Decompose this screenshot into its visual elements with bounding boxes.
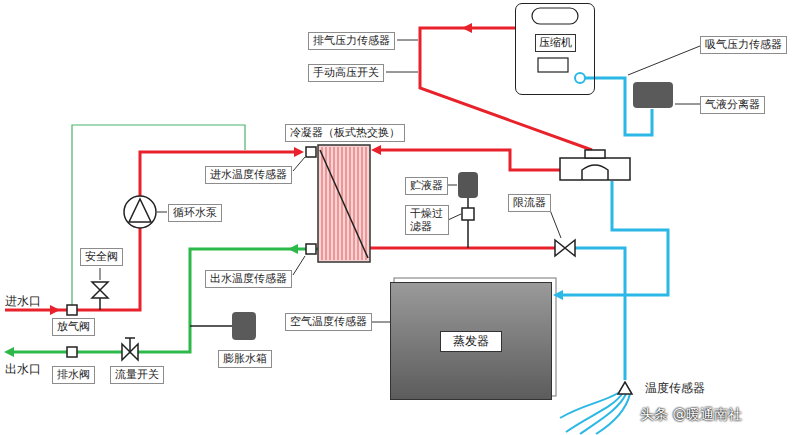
tank-line	[190, 325, 232, 327]
water-outlet-pipe	[14, 249, 318, 352]
callout-box: 放气阀	[52, 318, 95, 336]
flow-arrow	[553, 290, 563, 300]
leader-connector	[372, 322, 390, 323]
suction-port	[575, 73, 585, 83]
expansion-pipe	[575, 248, 625, 380]
four-way-valve	[582, 165, 608, 180]
watermark: 头条 @暖通南社	[640, 406, 742, 423]
callout-box: 贮液器	[405, 177, 448, 195]
temp-sensor-symbol	[618, 382, 632, 394]
liquid-pipe	[370, 247, 555, 250]
component-label: 出水温度传感器	[210, 272, 287, 286]
restrictor	[565, 240, 575, 256]
pump-symbol	[129, 199, 151, 222]
callout-box: 冷凝器（板式热交换）	[285, 124, 405, 142]
sensor-label: 温度传感器	[645, 381, 705, 396]
discharge-pipe	[420, 28, 592, 150]
callout-box: 出水温度传感器	[205, 270, 292, 288]
restrictor	[555, 240, 565, 256]
callout-box: 空气温度传感器	[285, 313, 372, 331]
component-label: 手动高压开关	[313, 66, 379, 80]
receiver	[458, 172, 478, 198]
expansion-tank	[232, 312, 256, 340]
sensor-square	[306, 244, 316, 254]
condenser-body	[318, 145, 370, 262]
water-supply-pipe	[140, 152, 294, 196]
callout-box: 膨胀水箱	[218, 350, 272, 368]
sensor-square	[306, 147, 316, 157]
safety-valve	[92, 290, 108, 298]
watermark-holder: 头条 @暖通南社	[640, 404, 742, 423]
valve-stem	[99, 298, 101, 310]
sensor-label-holder: 温度传感器	[645, 377, 705, 396]
four-way-valve	[560, 158, 630, 180]
component-label: 放气阀	[57, 320, 90, 334]
separator	[633, 82, 673, 108]
port-label-holder: 出水口	[5, 358, 41, 377]
coil-line	[566, 394, 622, 432]
callout-box: 排水阀	[52, 366, 95, 384]
component-label: 排水阀	[57, 368, 90, 382]
component-label: 膨胀水箱	[223, 352, 267, 366]
port-label: 进水口	[5, 294, 41, 309]
pump-symbol	[124, 196, 156, 228]
component-label: 吸气压力传感器	[705, 38, 782, 52]
compressor-detail	[532, 8, 578, 24]
component-label: 排气压力传感器	[313, 34, 390, 48]
component-label: 压缩机	[535, 34, 576, 52]
filter	[462, 208, 474, 220]
flow-arrow	[288, 244, 298, 254]
filter-line	[467, 198, 469, 248]
callout-box: 循环水泵	[168, 204, 222, 222]
four-way-valve	[585, 150, 605, 158]
leader-line	[100, 40, 700, 280]
flow-arrow	[462, 23, 472, 33]
hot-gas-pipe	[381, 150, 560, 170]
callout-box: 干燥过滤器	[405, 205, 449, 235]
callout-box: 手动高压开关	[308, 64, 384, 82]
callout-box: 流量开关	[110, 366, 164, 384]
component-label: 贮液器	[410, 179, 443, 193]
component-label: 流量开关	[115, 368, 159, 382]
component-label: 干燥过滤器	[410, 207, 444, 233]
callout-box: 进水温度传感器	[205, 166, 292, 184]
flow-arrow	[294, 147, 304, 157]
callout-box: 限流器	[508, 194, 551, 212]
vent-valve	[67, 305, 77, 315]
component-label: 蒸发器	[440, 331, 502, 352]
callout-box: 吸气压力传感器	[700, 36, 787, 54]
component-label: 气液分离器	[705, 98, 760, 112]
flow-switch	[130, 344, 138, 360]
suction-pipe	[563, 181, 668, 295]
flow-arrow	[4, 347, 14, 357]
flow-switch	[122, 344, 130, 360]
component-label: 循环水泵	[173, 206, 217, 220]
compressor-box: 压缩机	[515, 3, 595, 95]
port-label: 出水口	[5, 362, 41, 377]
callout-box: 安全阀	[80, 248, 123, 266]
safety-valve	[92, 282, 108, 290]
component-label: 进水温度传感器	[210, 168, 287, 182]
drain-valve	[67, 347, 77, 357]
compressor-detail	[538, 58, 568, 72]
condenser-diagonal	[320, 150, 368, 258]
flow-arrow	[50, 305, 60, 315]
component-label: 限流器	[513, 196, 546, 210]
callout-box: 排气压力传感器	[308, 32, 395, 50]
port-label-holder: 进水口	[5, 290, 41, 309]
callout-box: 气液分离器	[700, 96, 765, 114]
component-label: 空气温度传感器	[290, 315, 367, 329]
component-label: 冷凝器（板式热交换）	[290, 126, 400, 140]
evaporator-box: 蒸发器	[390, 282, 552, 400]
component-label: 安全阀	[85, 250, 118, 264]
coil-line	[560, 393, 618, 418]
flow-arrow	[371, 145, 381, 155]
